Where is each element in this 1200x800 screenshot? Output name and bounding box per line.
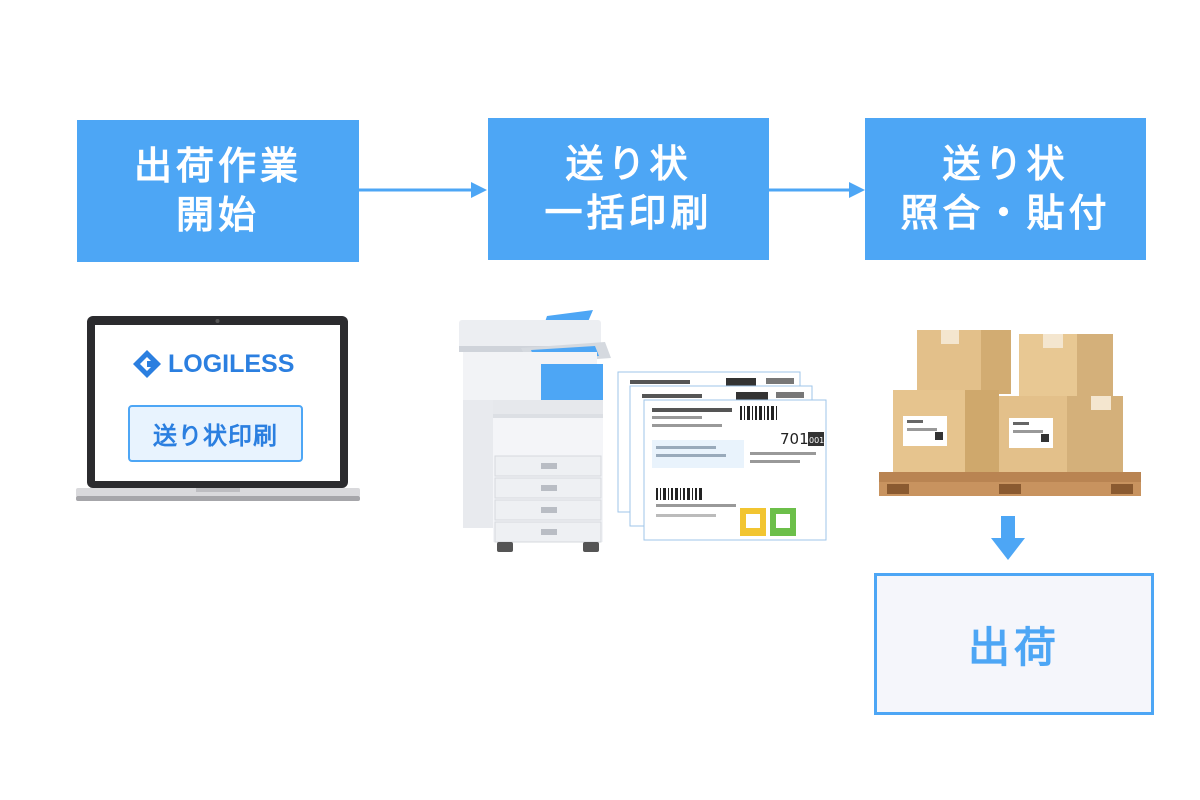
laptop: LOGILESS 送り状印刷 xyxy=(76,316,360,506)
arrow-right-icon xyxy=(769,182,865,198)
step-start-line1: 出荷作業 xyxy=(133,144,302,189)
print-labels-button[interactable]: 送り状印刷 xyxy=(128,405,303,462)
shipment-label: 出荷 xyxy=(967,622,1060,672)
arrow-right-icon xyxy=(359,182,487,198)
printer-illustration xyxy=(459,310,611,552)
shipment-box: 出荷 xyxy=(874,573,1154,715)
shipping-labels-illustration: 7016 001 xyxy=(617,371,827,541)
brand-name: LOGILESS xyxy=(168,349,295,378)
logiless-logo-icon xyxy=(133,350,161,378)
step-start-shipping: 出荷作業 開始 xyxy=(77,120,359,262)
step-start-line2: 開始 xyxy=(175,193,260,237)
step-verify-line1: 送り状 xyxy=(942,142,1069,187)
step-print-line2: 一括印刷 xyxy=(544,191,713,235)
print-labels-button-label: 送り状印刷 xyxy=(153,422,278,450)
label-suffix-text: 001 xyxy=(809,436,824,445)
step-verify-attach: 送り状 照合・貼付 xyxy=(865,118,1146,260)
step-verify-line2: 照合・貼付 xyxy=(900,191,1111,235)
cardboard-boxes-on-pallet-illustration xyxy=(879,330,1141,496)
laptop-brand-row: LOGILESS xyxy=(132,349,294,379)
arrow-down-icon xyxy=(991,516,1025,560)
step-print-line1: 送り状 xyxy=(565,142,692,187)
step-bulk-print: 送り状 一括印刷 xyxy=(488,118,769,260)
